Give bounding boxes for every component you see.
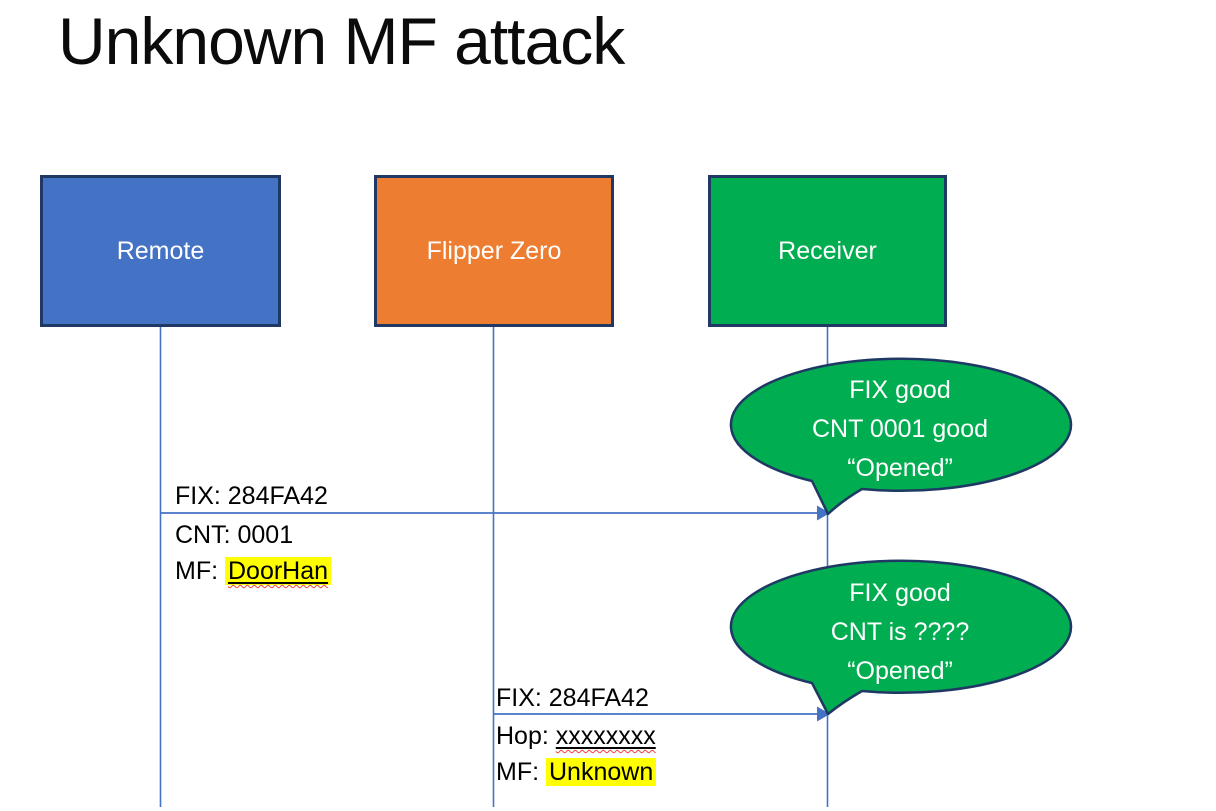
callout-1-line-1: FIX good: [849, 376, 951, 404]
actor-box-flipper-zero: Flipper Zero: [374, 175, 614, 327]
callout-2-text: FIX good CNT is ???? “Opened”: [730, 574, 1070, 691]
actor-box-remote: Remote: [40, 175, 281, 327]
message-1-mf-value: DoorHan: [228, 557, 329, 585]
actor-label-flipper-zero: Flipper Zero: [426, 236, 562, 265]
message-1-cnt-label: CNT: 0001: [175, 521, 294, 549]
actor-label-remote: Remote: [116, 236, 205, 265]
message-arrow-1-head-icon: [817, 505, 830, 521]
callout-bubble-1: [729, 357, 1073, 516]
message-2-hop-label: Hop: xxxxxxxx: [496, 721, 656, 751]
callout-2-line-3: “Opened”: [847, 657, 953, 685]
callout-1-line-3: “Opened”: [847, 454, 953, 482]
message-1-mf-prefix: MF:: [175, 557, 225, 585]
message-2-mf-label: MF: Unknown: [496, 757, 657, 787]
message-arrow-2-head-icon: [817, 706, 830, 722]
message-1-fix-label: FIX: 284FA42: [175, 482, 328, 510]
spellcheck-squiggle: xxxxxxxx: [556, 722, 656, 750]
actor-box-receiver: Receiver: [708, 175, 947, 327]
message-1-mf-label: MF: DoorHan: [175, 556, 332, 586]
callout-1-line-2: CNT 0001 good: [811, 415, 989, 443]
message-2-mf-prefix: MF:: [496, 758, 546, 786]
message-2-fix-label: FIX: 284FA42: [496, 684, 649, 712]
callout-2-line-2: CNT is ????: [830, 618, 970, 646]
message-1-mf-highlight: DoorHan: [225, 557, 332, 585]
callout-bubble-2: [729, 559, 1073, 716]
message-2-hop-value: xxxxxxxx: [555, 722, 656, 750]
callout-1-text: FIX good CNT 0001 good “Opened”: [730, 371, 1070, 488]
callout-2-line-1: FIX good: [849, 579, 951, 607]
actor-label-receiver: Receiver: [778, 236, 877, 265]
page-title: Unknown MF attack: [58, 4, 625, 78]
message-2-hop-prefix: Hop:: [496, 722, 556, 750]
spellcheck-squiggle: DoorHan: [228, 557, 328, 585]
message-2-mf-value: Unknown: [546, 758, 657, 786]
